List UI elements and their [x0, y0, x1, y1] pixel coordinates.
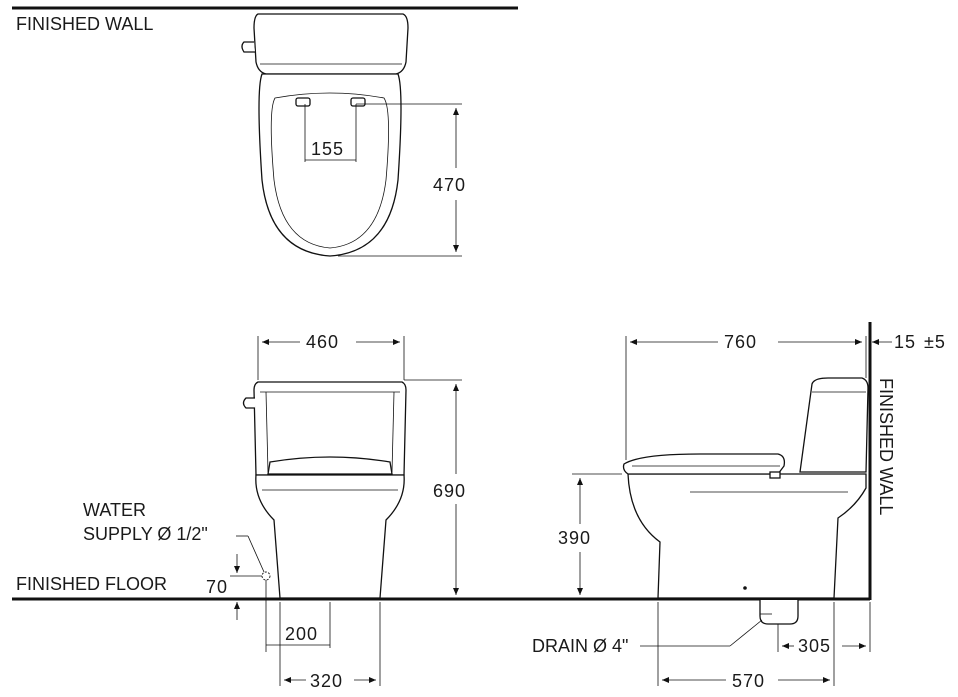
dim-base-length: 570 [732, 671, 765, 691]
dim-base-width: 320 [310, 671, 343, 691]
tank-side-outline [799, 377, 869, 473]
dim-overall-height: 690 [433, 481, 466, 501]
dim-tank-width: 460 [306, 332, 339, 352]
finished-floor-label: FINISHED FLOOR [16, 574, 167, 594]
drain-pipe [759, 600, 799, 625]
dim-water-supply-offset: 200 [285, 624, 318, 644]
drain-label: DRAIN Ø 4" [532, 636, 628, 656]
water-supply-label-line2: SUPPLY Ø 1/2" [83, 524, 208, 544]
seat-hinge-right [350, 97, 366, 107]
bowl-side-outline [627, 473, 867, 599]
dim-wall-gap: 15 [894, 332, 916, 352]
dim-overall-length: 760 [724, 332, 757, 352]
dim-seat-hinge-spacing: 155 [311, 139, 344, 159]
tank-top-outline [253, 13, 409, 75]
finished-wall-label-side: FINISHED WALL [876, 378, 896, 515]
dim-wall-gap-tolerance: ±5 [924, 332, 946, 352]
dim-drain-offset: 305 [798, 636, 831, 656]
dim-bowl-depth: 470 [433, 175, 466, 195]
seat-top-outline [270, 92, 389, 249]
dim-seat-height: 390 [558, 528, 591, 548]
seat-hinge-left [295, 97, 311, 107]
bowl-front-outline [255, 474, 405, 599]
seat-side-outline [622, 453, 786, 475]
water-supply-point [261, 571, 271, 581]
bowl-top-outline [258, 73, 402, 257]
finished-wall-label-top: FINISHED WALL [16, 14, 153, 34]
side-view: FINISHED WALL 760 15 ±5 390 DRAIN Ø 4" [532, 322, 946, 691]
water-supply-label-line1: WATER [83, 500, 146, 520]
front-view: 460 690 WATER SUPPLY Ø 1/2" 70 200 320 [83, 332, 466, 691]
dim-water-supply-height: 70 [206, 577, 228, 597]
top-view: FINISHED WALL 155 470 [12, 6, 518, 257]
